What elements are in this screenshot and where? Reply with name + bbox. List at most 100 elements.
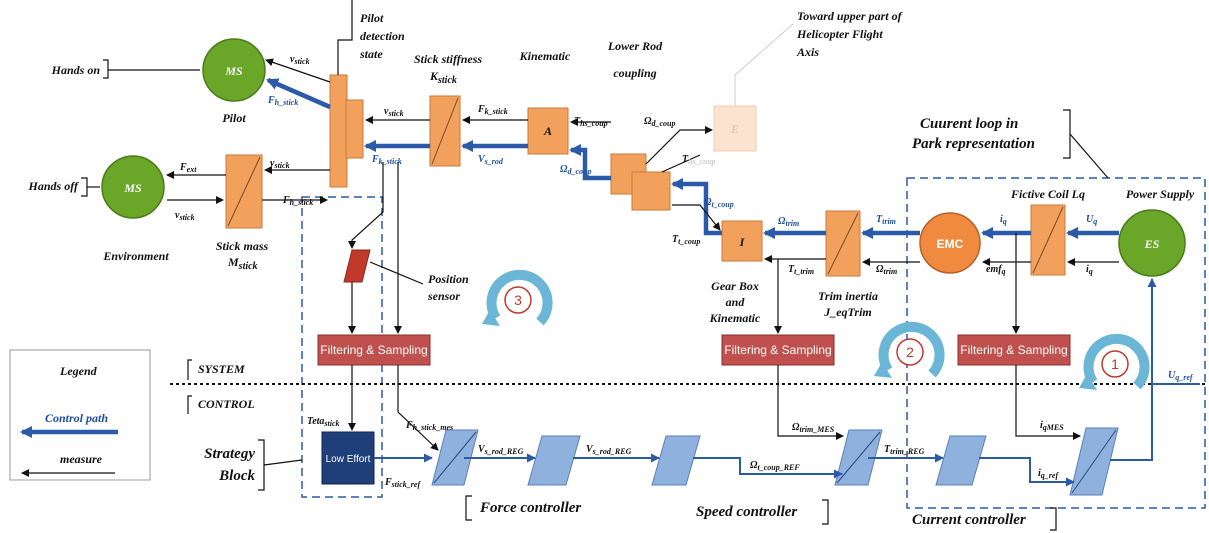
toward-upper-label-1: Toward upper part of: [797, 9, 903, 23]
strategy-block-frame: [301, 196, 383, 498]
m-stick-label: Mstick: [227, 255, 258, 272]
sig-t-trim: Ttrim: [876, 214, 896, 226]
trim-inertia-label-1: Trim inertia: [818, 289, 878, 303]
current-loop-label-1: Cuurent loop in: [920, 116, 1018, 132]
sig-omega-trim: Ωtrim: [778, 216, 799, 228]
kinematic-a-label: A: [543, 124, 552, 138]
sig-f-h-stick: Fh_stick: [267, 95, 298, 107]
low-effort-label: Low Effort: [326, 454, 371, 465]
filter-block-2: [721, 334, 835, 366]
sig-f-h-stick-mes: Fh_stick_mes: [405, 420, 453, 432]
legend-measure: measure: [60, 452, 103, 466]
reg-block-1: [527, 435, 581, 486]
es-circle: [1118, 209, 1186, 277]
badge-3-circle: [504, 286, 532, 314]
emc-label: EMC: [937, 237, 964, 251]
trim-inertia-label-2: J_eqTrim: [823, 305, 872, 319]
position-sensor-shape: [343, 249, 371, 283]
fictive-coil-label: Fictive Coil Lq: [1010, 187, 1085, 201]
toward-upper-label-2: Helicopter Flight: [796, 27, 883, 41]
sig-omega-d-coup-2: Ωd_coup: [560, 164, 591, 176]
es-label: ES: [1144, 237, 1160, 251]
emc-circle: [919, 212, 981, 274]
hands-off-label: Hands off: [28, 179, 79, 193]
pilot-detection-label-2: detection: [360, 29, 405, 43]
lower-rod-block-b: [631, 171, 671, 211]
kinematic-label: Kinematic: [519, 49, 571, 63]
filter-block-3-label: Filtering & Sampling: [960, 343, 1067, 357]
sig-omega-trim-mes: Ωtrim_MES: [792, 422, 835, 434]
sig-f-k-stick-2: Fk_stick: [371, 154, 402, 166]
legend-control-path: Control path: [45, 411, 108, 425]
environment-ms-label: MS: [123, 181, 142, 195]
pilot-detection-label-1: Pilot: [360, 11, 384, 25]
sig-omega-d-coup: Ωd_coup: [644, 116, 675, 128]
sig-f-h-stick-2: Fh_stick: [282, 195, 313, 207]
pilot-ms-label: MS: [224, 64, 243, 78]
current-controller-label: Current controller: [912, 512, 1026, 528]
badge-3: 3: [482, 269, 553, 326]
pilot-detection-label-3: state: [359, 47, 383, 61]
power-supply-label: Power Supply: [1126, 187, 1195, 201]
environment-ms-circle: [101, 155, 165, 219]
pilot-ms-circle: [202, 38, 266, 102]
sig-v-s-rod: Vs_rod: [478, 154, 504, 166]
filter-block-1-label: Filtering & Sampling: [320, 343, 427, 357]
gearbox-i-label: I: [739, 235, 746, 249]
badge-1-circle: [1101, 350, 1129, 378]
filter-block-3: [957, 334, 1071, 366]
legend-title: Legend: [59, 364, 98, 378]
speed-controller-label: Speed controller: [696, 504, 797, 520]
pilot-detection-block-a: [329, 74, 348, 188]
sig-omega-trim-2: Ωtrim: [876, 264, 897, 276]
sig-t-trim-reg: Ttrim_REG: [884, 444, 925, 456]
pilot-label: Pilot: [222, 111, 246, 125]
sig-t-hs-coup-2: Ths_coup: [682, 154, 716, 166]
environment-label: Environment: [102, 249, 169, 263]
sig-t-t-trim: Tt_trim: [788, 264, 814, 276]
sig-i-q-mes: iqMES: [1040, 420, 1064, 432]
hands-on-label: Hands on: [51, 63, 101, 77]
badge-1-label: 1: [1111, 356, 1119, 372]
filter-block-1: [317, 334, 431, 366]
filter-block-2-label: Filtering & Sampling: [724, 343, 831, 357]
k-stick-label: Kstick: [429, 69, 457, 86]
sig-i-q-ref: iq_ref: [1038, 468, 1059, 480]
sig-v-s-rod-reg: Vs_rod_REG: [478, 444, 524, 456]
strategy-block-label-1: Strategy: [204, 446, 255, 462]
badge-1: 1: [1079, 333, 1150, 390]
sig-teta-stick: Tetastick: [307, 416, 340, 428]
reg-block-2: [651, 435, 701, 486]
stick-mass-label: Stick mass: [216, 239, 269, 253]
badge-2-label: 2: [906, 344, 914, 360]
signal-labels: vstick Fh_stick vstick Fk_stick Fext vst…: [175, 54, 1194, 489]
sig-t-t-coup: Tt_coup: [672, 234, 700, 246]
badge-2: 2: [874, 321, 945, 378]
current-loop-frame: [906, 177, 1206, 509]
legend-box: [9, 349, 151, 481]
sig-v-stick-4: vstick: [175, 210, 195, 222]
strategy-block-label-2: Block: [218, 468, 255, 484]
sig-f-ext: Fext: [179, 162, 197, 174]
sig-omega-t-coup: Ωt_coup: [704, 197, 734, 209]
gearbox-label-3: Kinematic: [709, 311, 761, 325]
reg-block-3: [935, 435, 987, 486]
lower-rod-label-1: Lower Rod: [607, 39, 663, 53]
control-label: CONTROL: [198, 397, 255, 411]
current-loop-label-2: Park representation: [912, 136, 1035, 152]
sig-u-q-ref: Uq_ref: [1168, 370, 1194, 382]
sig-f-k-stick: Fk_stick: [477, 104, 508, 116]
gearbox-label-2: and: [726, 295, 746, 309]
sig-v-stick-1: vstick: [290, 54, 310, 66]
badge-2-circle: [896, 338, 924, 366]
position-sensor-label-2: sensor: [427, 289, 460, 303]
stick-stiffness-label: Stick stiffness: [414, 52, 482, 66]
badge-3-label: 3: [514, 292, 522, 308]
gearbox-i-block: [721, 220, 763, 262]
lower-rod-label-2: coupling: [613, 66, 656, 80]
system-label: SYSTEM: [198, 362, 245, 376]
sig-u-q: Uq: [1086, 214, 1097, 226]
gearbox-label-1: Gear Box: [711, 279, 759, 293]
sig-v-stick-3: vstick: [270, 158, 290, 170]
